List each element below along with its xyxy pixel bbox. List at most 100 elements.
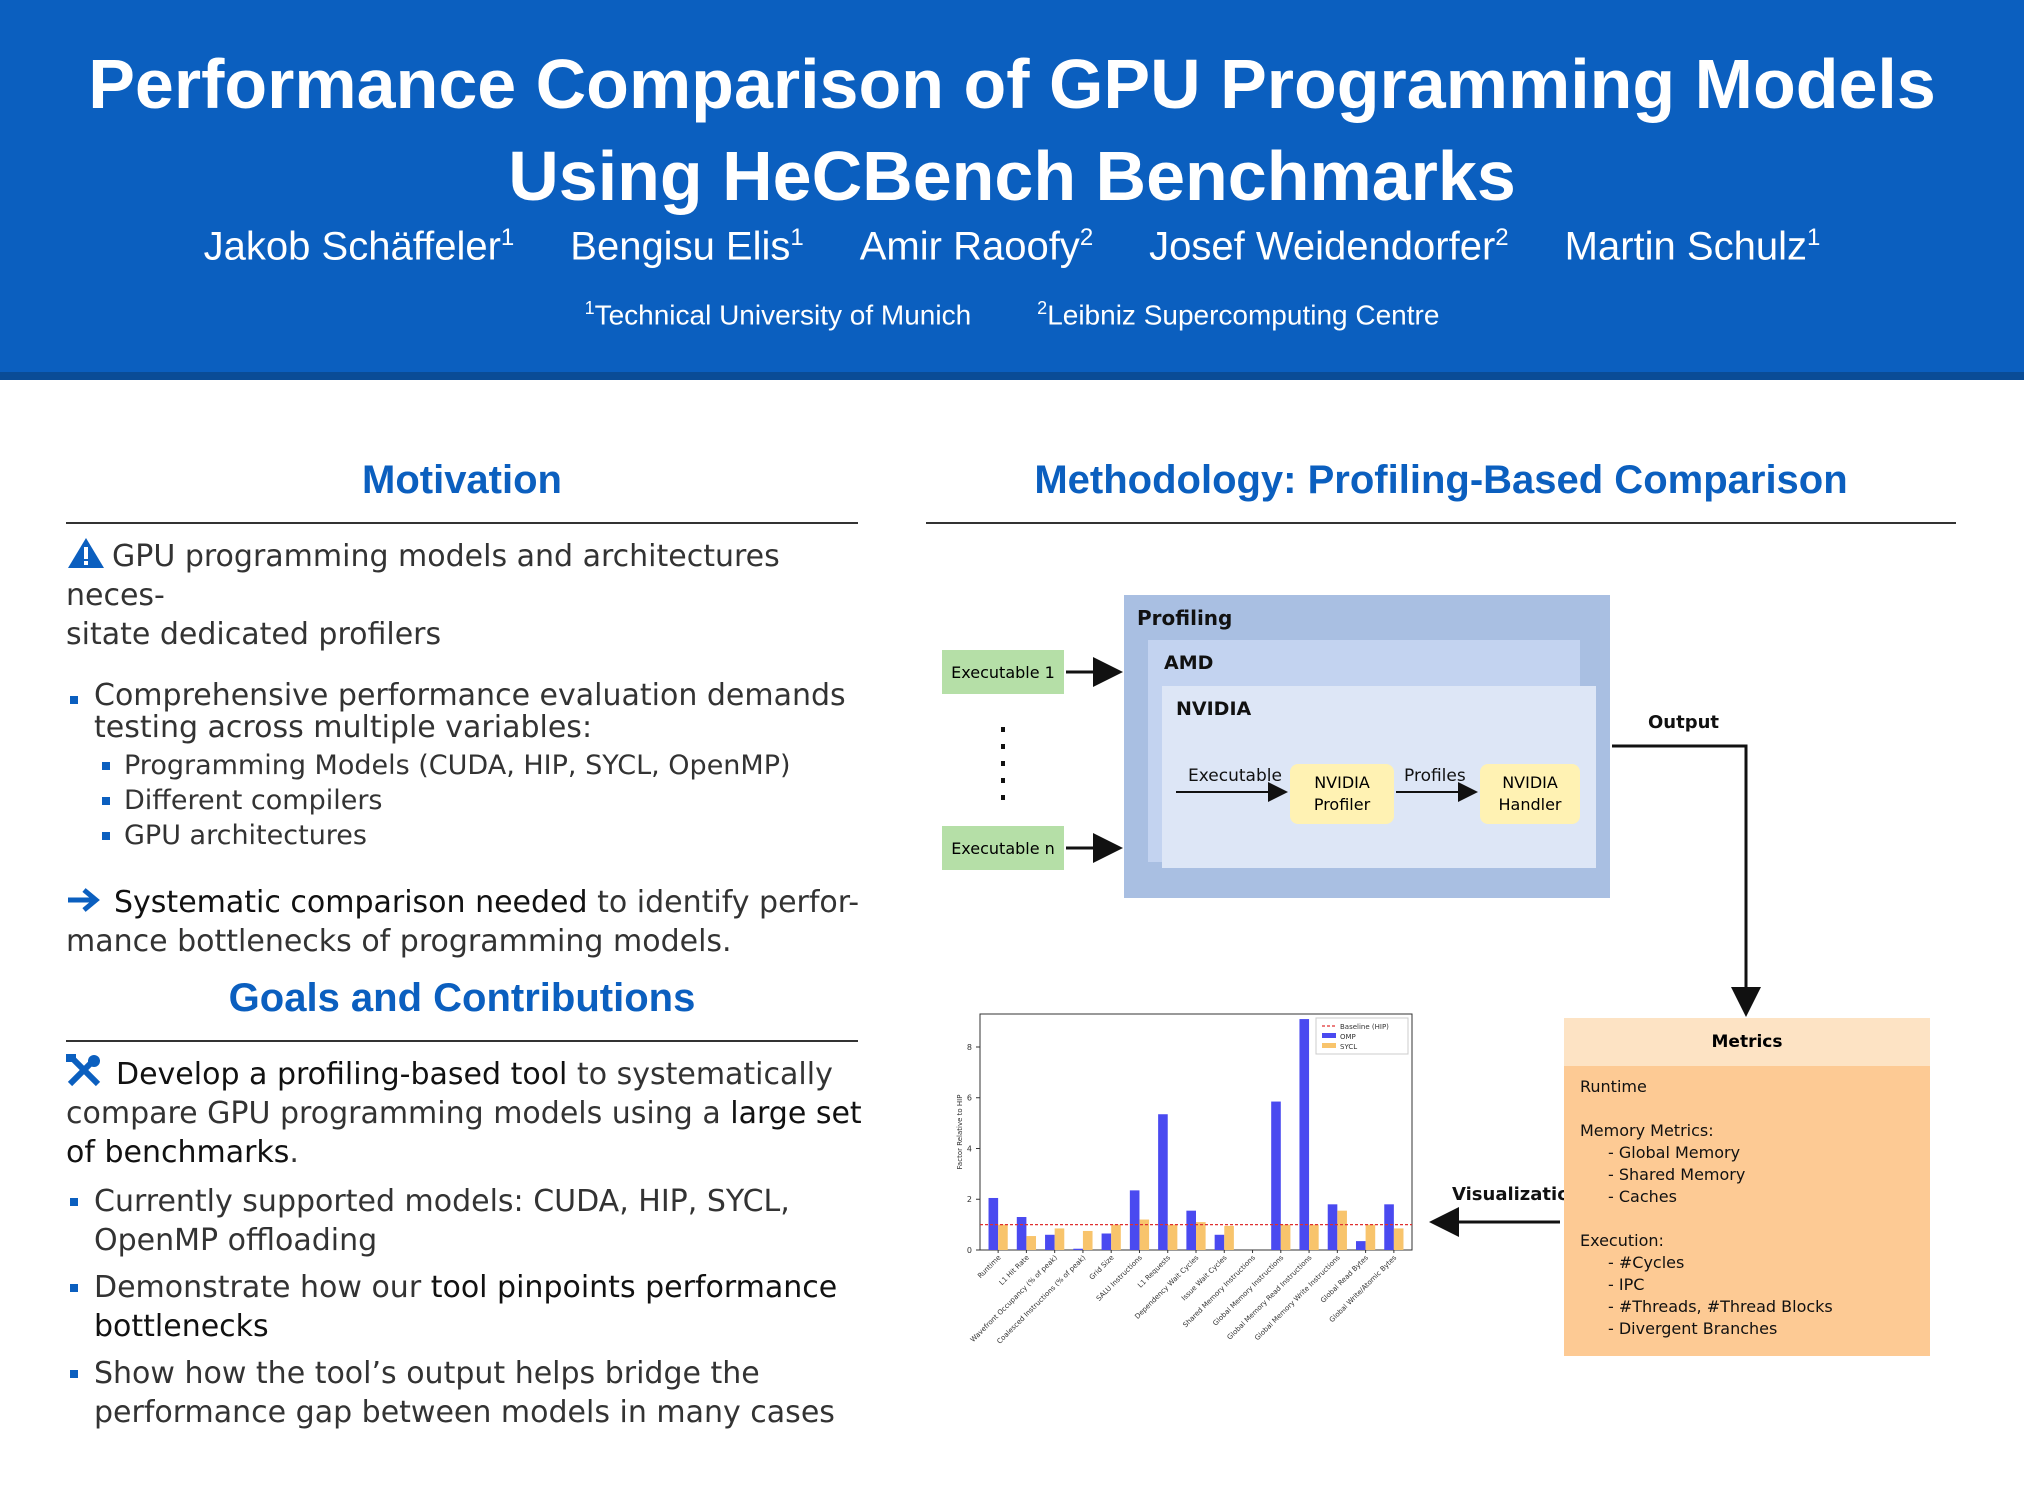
bar-omp <box>1214 1234 1225 1250</box>
bar-omp <box>1129 1190 1140 1250</box>
list-item: Programming Models (CUDA, HIP, SYCL, Ope… <box>94 748 866 783</box>
list-item: Different compilers <box>94 783 866 818</box>
metric-group-title: Execution: <box>1580 1231 1664 1250</box>
bar-sycl <box>1309 1224 1319 1250</box>
y-axis-label: Factor Relative to HIP <box>956 1095 964 1170</box>
bar-omp <box>1299 1019 1310 1250</box>
bar-sycl <box>1365 1224 1376 1250</box>
executable-n-box: Executable n <box>942 826 1064 870</box>
metrics-box: Metrics Runtime Memory Metrics: - Global… <box>1564 1018 1930 1356</box>
title-line-1: Performance Comparison of GPU Programmin… <box>88 45 1936 123</box>
list-item: Currently supported models: CUDA, HIP, S… <box>66 1182 866 1260</box>
output-label: Output <box>1648 712 1720 733</box>
x-tick-label: Grid Size <box>1088 1254 1116 1282</box>
bar-sycl <box>1196 1222 1206 1250</box>
bar-sycl <box>1224 1225 1234 1250</box>
metric-item: - IPC <box>1608 1275 1645 1294</box>
bar-omp <box>1186 1210 1196 1250</box>
metrics-list: Runtime Memory Metrics: - Global Memory … <box>1564 1066 1930 1350</box>
legend-swatch-omp <box>1322 1033 1336 1038</box>
metric-group-title: Memory Metrics: <box>1580 1121 1714 1140</box>
tools-icon <box>66 1054 101 1087</box>
bar-omp <box>1271 1101 1281 1250</box>
author: Amir Raoofy2 <box>859 224 1094 269</box>
legend-label: Baseline (HIP) <box>1340 1023 1389 1031</box>
bar-sycl <box>1280 1224 1291 1250</box>
motivation-intro: GPU programming models and architectures… <box>66 536 866 654</box>
goals-body: Develop a profiling-based tool to system… <box>66 1054 866 1432</box>
vertical-dots <box>1001 727 1005 800</box>
arrow-right-icon <box>68 888 100 912</box>
y-tick-label: 4 <box>967 1144 972 1153</box>
bar-omp <box>1101 1233 1112 1250</box>
motivation-bullets: Comprehensive performance evaluation dem… <box>66 680 866 744</box>
metric-item: - #Cycles <box>1608 1253 1685 1272</box>
metric-item: - #Threads, #Thread Blocks <box>1608 1297 1833 1316</box>
bar-omp <box>1327 1204 1338 1250</box>
bar-sycl <box>1139 1219 1150 1250</box>
executable-label: Executable <box>1188 766 1282 786</box>
author-list: Jakob Schäffeler1 Bengisu Elis1 Amir Rao… <box>0 224 2024 269</box>
nvidia-label: NVIDIA <box>1176 698 1252 720</box>
list-item: GPU architectures <box>94 818 866 853</box>
author: Jakob Schäffeler1 <box>203 224 515 269</box>
bar-sycl <box>1111 1224 1121 1250</box>
bar-sycl <box>998 1224 1008 1250</box>
bar-omp <box>1073 1248 1083 1250</box>
poster-title: Performance Comparison of GPU Programmin… <box>0 38 2024 222</box>
legend-label: SYCL <box>1340 1043 1357 1051</box>
section-divider <box>66 1040 858 1042</box>
metric-item: - Global Memory <box>1608 1143 1741 1162</box>
visualization-label: Visualization <box>1452 1184 1583 1205</box>
bar-omp <box>988 1197 999 1250</box>
x-tick-label: Global Read Bytes <box>1319 1254 1370 1305</box>
section-divider <box>66 522 858 524</box>
amd-label: AMD <box>1164 652 1214 674</box>
goals-heading: Goals and Contributions <box>228 976 696 1020</box>
bar-omp <box>1384 1204 1394 1250</box>
profiles-label: Profiles <box>1404 766 1466 786</box>
bar-sycl <box>1167 1224 1178 1250</box>
y-tick-label: 0 <box>967 1246 972 1255</box>
bar-sycl <box>1054 1228 1065 1250</box>
legend-swatch-sycl <box>1322 1043 1336 1048</box>
poster-header: Performance Comparison of GPU Programmin… <box>0 0 2024 380</box>
metrics-title: Metrics <box>1564 1018 1930 1066</box>
motivation-sub-bullets: Programming Models (CUDA, HIP, SYCL, Ope… <box>94 748 866 853</box>
y-tick-label: 2 <box>967 1195 972 1204</box>
goals-intro: Develop a profiling-based tool to system… <box>66 1054 866 1172</box>
affiliation-list: 1Technical University of Munich 2Leibniz… <box>0 298 2024 331</box>
bar-sycl <box>1026 1236 1037 1250</box>
bar-omp <box>1045 1234 1055 1250</box>
bar-omp <box>1158 1114 1168 1250</box>
motivation-body: GPU programming models and architectures… <box>66 536 866 961</box>
metric-item: - Shared Memory <box>1608 1165 1746 1184</box>
list-item: Demonstrate how our tool pinpoints perfo… <box>66 1268 866 1346</box>
y-tick-label: 6 <box>967 1094 972 1103</box>
bar-sycl <box>1337 1210 1347 1250</box>
motivation-conclusion: Systematic comparison needed to identify… <box>66 885 860 959</box>
section-divider <box>926 522 1956 524</box>
metric-item: - Divergent Branches <box>1608 1319 1778 1338</box>
title-line-2: Using HeCBench Benchmarks <box>508 137 1516 215</box>
methodology-heading: Methodology: Profiling-Based Comparison <box>1034 458 1848 502</box>
author: Josef Weidendorfer2 <box>1149 224 1509 269</box>
author: Martin Schulz1 <box>1564 224 1821 269</box>
executable-1-box: Executable 1 <box>942 650 1064 694</box>
affiliation: 2Leibniz Supercomputing Centre <box>1037 298 1440 331</box>
affiliation: 1Technical University of Munich <box>584 298 972 331</box>
motivation-heading: Motivation <box>362 458 562 502</box>
metric-item: - Caches <box>1608 1187 1677 1206</box>
y-tick-label: 8 <box>967 1043 972 1052</box>
list-item: Show how the tool’s output helps bridge … <box>66 1354 866 1432</box>
warning-icon <box>68 538 104 568</box>
x-tick-label: Runtime <box>976 1254 1002 1280</box>
list-item: Comprehensive performance evaluation dem… <box>66 680 866 744</box>
metric-runtime: Runtime <box>1580 1077 1647 1096</box>
bar-sycl <box>1393 1228 1404 1250</box>
profiling-label: Profiling <box>1137 606 1233 630</box>
